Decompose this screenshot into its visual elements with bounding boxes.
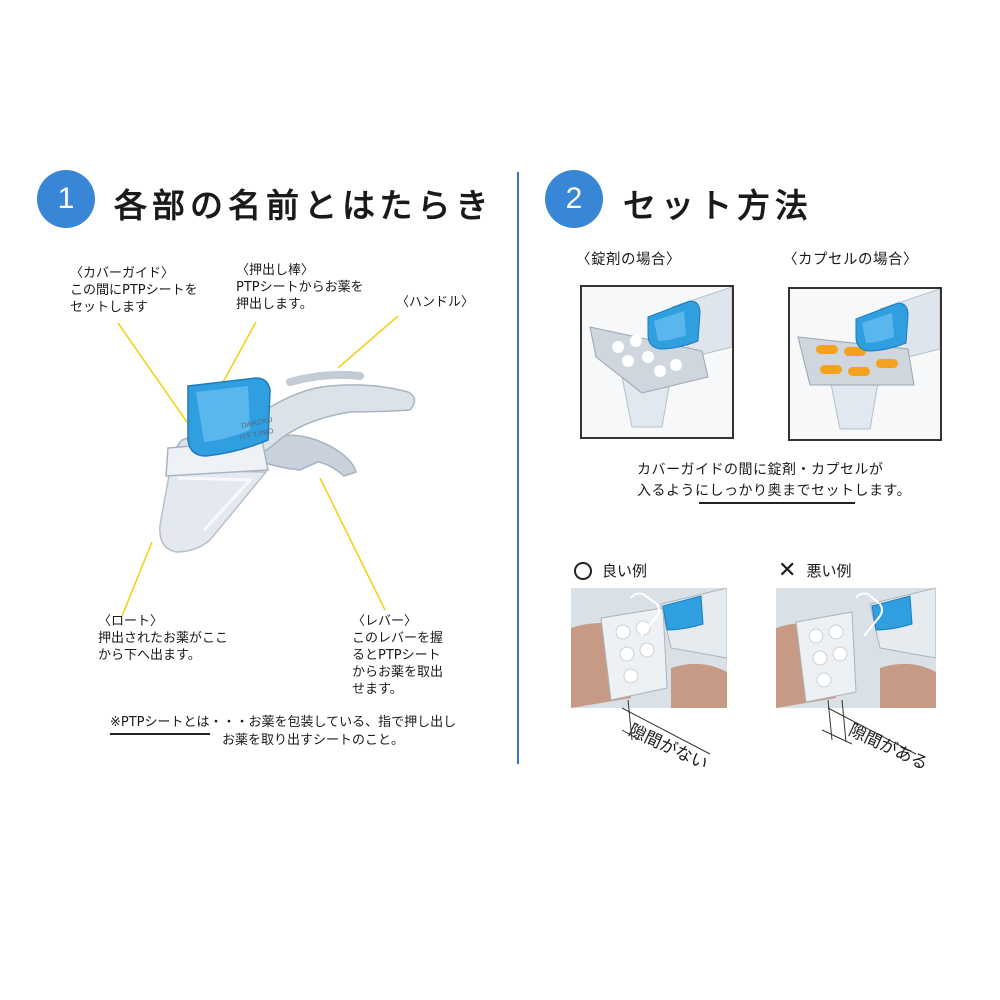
setup-instruction-line2: 入るようにしっかり奥までセットします。 bbox=[637, 481, 911, 502]
setup-instruction-post: します。 bbox=[854, 483, 912, 499]
leader-line-funnel bbox=[121, 541, 153, 617]
push-rod-name: 〈押出し棒〉 bbox=[236, 263, 315, 278]
push-rod-desc-2: 押出します。 bbox=[236, 297, 313, 312]
setup-instruction-emph: しっかり奥までセット bbox=[709, 483, 855, 499]
cover-guide-desc-1: この間にPTPシートを bbox=[70, 283, 198, 298]
section1-title: 各部の名前とはたらき bbox=[114, 186, 494, 225]
capsule-photo-drawing bbox=[790, 289, 940, 439]
ptp-note: ※PTPシートとは・・・お薬を包装している、指で押し出し お薬を取り出すシートの… bbox=[110, 714, 456, 750]
leader-line-handle bbox=[337, 315, 399, 369]
ptp-note-term: ※PTPシートとは bbox=[110, 715, 210, 730]
column-divider bbox=[517, 172, 519, 764]
device-illustration: DAIKOKU ﾄﾘﾀﾞｽ PRO bbox=[117, 315, 416, 617]
cover-guide-desc-2: セットします bbox=[70, 300, 149, 315]
lever-name: 〈レバー〉 bbox=[352, 614, 418, 629]
funnel-desc-2: から下へ出ます。 bbox=[98, 648, 201, 663]
ptp-note-line2: お薬を取り出すシートのこと。 bbox=[222, 733, 405, 748]
push-rod-desc-1: PTPシートからお薬を bbox=[236, 280, 364, 295]
lever-shape bbox=[261, 434, 357, 477]
setup-instruction-pre: 入るように bbox=[637, 483, 710, 499]
bad-example-photo bbox=[776, 588, 936, 708]
funnel-name: 〈ロート〉 bbox=[98, 614, 164, 629]
cover-guide-name: 〈カバーガイド〉 bbox=[70, 266, 175, 281]
leader-line-lever bbox=[319, 477, 386, 611]
label-push-rod: 〈押出し棒〉 PTPシートからお薬を 押出します。 bbox=[236, 262, 364, 313]
circle-mark-icon bbox=[574, 561, 592, 580]
good-example-drawing bbox=[571, 588, 727, 708]
lever-desc-2: るとPTPシート bbox=[352, 648, 441, 663]
lever-desc-3: からお薬を取出 bbox=[352, 665, 444, 680]
setup-instruction-underline bbox=[699, 502, 855, 504]
label-funnel: 〈ロート〉 押出されたお薬がここ から下へ出ます。 bbox=[98, 613, 228, 664]
good-example-label: 良い例 bbox=[574, 560, 647, 581]
bad-example-drawing bbox=[776, 588, 936, 708]
label-cover-guide: 〈カバーガイド〉 この間にPTPシートを セットします bbox=[70, 265, 198, 316]
handle-name: 〈ハンドル〉 bbox=[396, 295, 475, 310]
gap-dimension-lines bbox=[621, 700, 917, 755]
setup-instruction: カバーガイドの間に錠剤・カプセルが 入るようにしっかり奥までセットします。 bbox=[637, 460, 911, 502]
lever-desc-4: せます。 bbox=[352, 682, 403, 697]
section1-number-badge: 1 bbox=[37, 170, 95, 228]
label-handle: 〈ハンドル〉 bbox=[396, 294, 474, 311]
good-example-text: 良い例 bbox=[602, 562, 648, 580]
capsule-caption: 〈カプセルの場合〉 bbox=[783, 252, 918, 268]
setup-instruction-line1: カバーガイドの間に錠剤・カプセルが bbox=[637, 462, 884, 478]
section2-number: 2 bbox=[565, 182, 583, 215]
section2-number-badge: 2 bbox=[545, 170, 603, 228]
section1-number: 1 bbox=[57, 182, 75, 215]
tablet-photo bbox=[580, 285, 734, 439]
label-lever: 〈レバー〉 このレバーを握 るとPTPシート からお薬を取出 せます。 bbox=[352, 613, 443, 698]
tablet-caption: 〈錠剤の場合〉 bbox=[576, 252, 681, 268]
bad-example-label: ✕ 悪い例 bbox=[778, 557, 852, 583]
ptp-note-underline bbox=[110, 733, 210, 735]
lever-desc-1: このレバーを握 bbox=[352, 631, 444, 646]
cross-mark-icon: ✕ bbox=[778, 557, 797, 583]
tablet-photo-drawing bbox=[582, 287, 732, 437]
section2-title: セット方法 bbox=[623, 186, 813, 225]
funnel-desc-1: 押出されたお薬がここ bbox=[98, 631, 229, 646]
ptp-note-line1: ・・・お薬を包装している、指で押し出し bbox=[209, 715, 457, 730]
good-example-photo bbox=[571, 588, 727, 708]
funnel-shape bbox=[159, 469, 268, 553]
capsule-photo bbox=[788, 287, 942, 441]
bad-example-text: 悪い例 bbox=[806, 562, 852, 580]
